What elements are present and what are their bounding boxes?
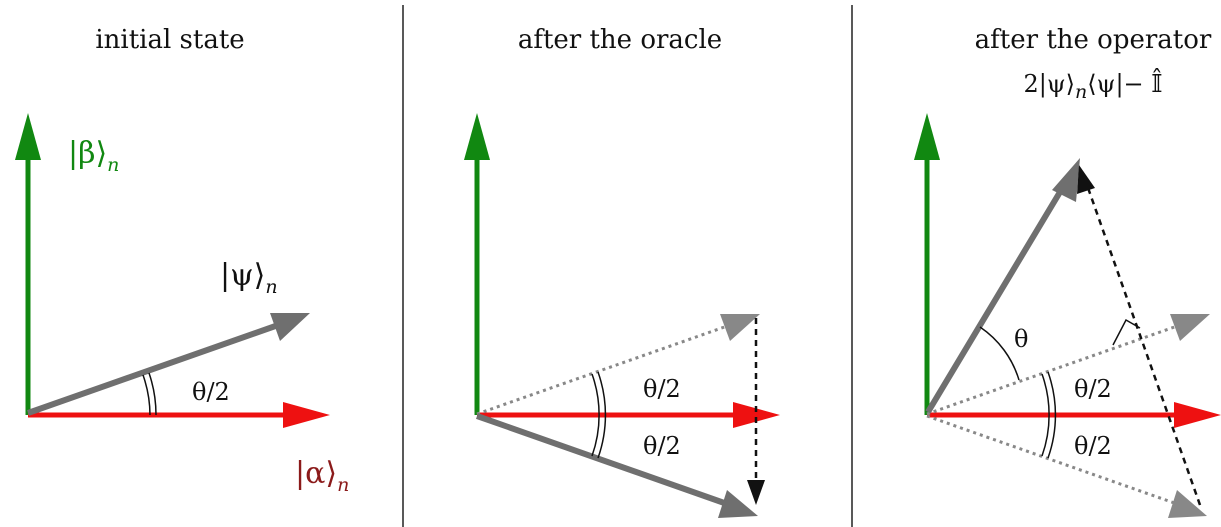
psi-reflected-dotted bbox=[926, 414, 1181, 507]
psi-result-arrowhead bbox=[1052, 158, 1080, 202]
angle-arc-outer bbox=[597, 371, 607, 459]
psi-reflected-arrowhead bbox=[718, 490, 758, 518]
beta-arrowhead bbox=[914, 113, 940, 160]
panel-oracle: θ/2 θ/2 bbox=[464, 113, 780, 518]
panel-title-operator: after the operator bbox=[975, 25, 1212, 55]
alpha-label: |α⟩n bbox=[295, 456, 349, 496]
psi-original-arrowhead bbox=[1170, 314, 1210, 341]
psi-arrowhead bbox=[270, 313, 310, 341]
oracle-flip-arrowhead bbox=[747, 480, 765, 505]
angle-arc-inner bbox=[591, 373, 600, 457]
operator-reflection-dashed bbox=[1085, 184, 1202, 506]
beta-arrowhead bbox=[15, 113, 41, 160]
angle-arc-outer bbox=[1047, 371, 1057, 459]
alpha-arrowhead bbox=[1174, 402, 1221, 428]
angle-arc-inner bbox=[1041, 373, 1050, 457]
operator-formula: 2|ψ⟩n⟨ψ|− 𝕀̂ bbox=[1023, 68, 1162, 103]
psi-label: |ψ⟩n bbox=[220, 258, 278, 298]
alpha-arrowhead bbox=[283, 402, 330, 428]
panel-title-initial: initial state bbox=[95, 25, 244, 55]
psi-reflected-arrowhead bbox=[1168, 490, 1207, 518]
psi-original-dotted bbox=[476, 322, 734, 416]
alpha-arrowhead bbox=[733, 402, 780, 428]
psi-original-arrowhead bbox=[720, 314, 760, 341]
angle-arc-inner bbox=[142, 374, 151, 416]
angle-label-half-theta-lower: θ/2 bbox=[1074, 432, 1112, 460]
right-angle-mark bbox=[1112, 318, 1141, 346]
angle-label-half-theta: θ/2 bbox=[192, 378, 230, 406]
angle-arc-outer bbox=[148, 372, 157, 416]
psi-result bbox=[925, 180, 1069, 414]
psi-vector bbox=[27, 320, 285, 416]
angle-label-half-theta-lower: θ/2 bbox=[643, 432, 681, 460]
angle-label-theta: θ bbox=[1014, 325, 1028, 353]
panel-initial: θ/2 |β⟩n |ψ⟩n |α⟩n bbox=[15, 113, 349, 496]
angle-label-half-theta-upper: θ/2 bbox=[643, 375, 681, 403]
beta-label: |β⟩n bbox=[68, 136, 119, 176]
psi-reflected bbox=[476, 413, 731, 508]
operator-reflection-arrowhead bbox=[1077, 165, 1095, 194]
angle-label-half-theta-upper: θ/2 bbox=[1074, 375, 1112, 403]
theta-arc bbox=[979, 326, 1020, 381]
panel-title-oracle: after the oracle bbox=[518, 25, 722, 55]
beta-arrowhead bbox=[464, 113, 490, 160]
panel-operator: θ θ/2 θ/2 bbox=[914, 113, 1221, 518]
